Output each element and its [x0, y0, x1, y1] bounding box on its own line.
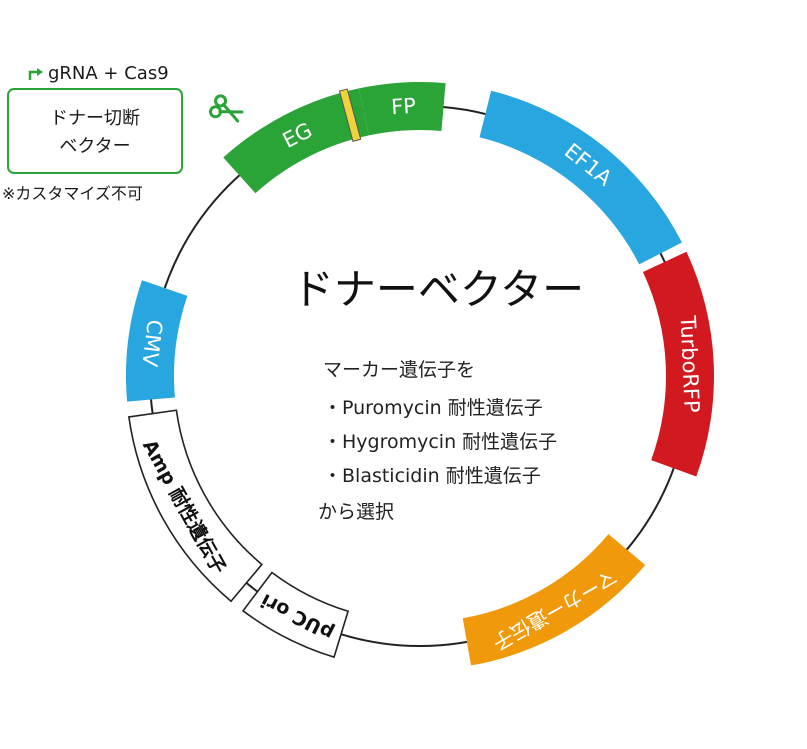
segment-cmv	[126, 280, 188, 402]
scissors-icon	[208, 94, 244, 123]
vector-title: ドナーベクター	[292, 265, 584, 314]
promoter-arrow-icon	[28, 70, 38, 80]
segment-puc-ori	[241, 571, 350, 659]
marker-option: ・Blasticidin 耐性遺伝子	[323, 465, 541, 487]
gRNA-cas9-label: gRNA + Cas9	[48, 63, 169, 84]
segment-amp	[127, 409, 263, 603]
promoter-arrow-head	[37, 68, 43, 76]
marker-option: ・Hygromycin 耐性遺伝子	[323, 431, 557, 453]
segment-label-cmv: CMV	[137, 318, 167, 368]
segment-egfp-right	[358, 81, 446, 136]
marker-description: マーカー遺伝子を ・Puromycin 耐性遺伝子 ・Hygromycin 耐性…	[318, 359, 557, 523]
cut-site-marker	[338, 88, 362, 142]
donor-cut-vector-box	[7, 88, 183, 174]
donor-box-line1: ドナー切断	[50, 108, 140, 129]
segment-marker	[462, 534, 646, 666]
segment-ef1a	[479, 90, 682, 265]
segment-label-egfp-right: FP	[390, 94, 416, 119]
segment-egfp-left	[223, 88, 369, 194]
donor-box-line2: ベクター	[59, 136, 130, 157]
marker-outro: から選択	[318, 501, 394, 523]
donor-cut-vector-group: gRNA + Cas9 ドナー切断 ベクター ※カスタマイズ不可	[2, 63, 183, 203]
customization-note: ※カスタマイズ不可	[2, 184, 143, 203]
cut-site-bar	[338, 88, 362, 142]
segment-label-turborfp: TurboRFP	[676, 314, 704, 413]
marker-intro: マーカー遺伝子を	[323, 359, 475, 381]
segment-turborfp	[642, 251, 714, 477]
marker-option: ・Puromycin 耐性遺伝子	[323, 397, 543, 419]
